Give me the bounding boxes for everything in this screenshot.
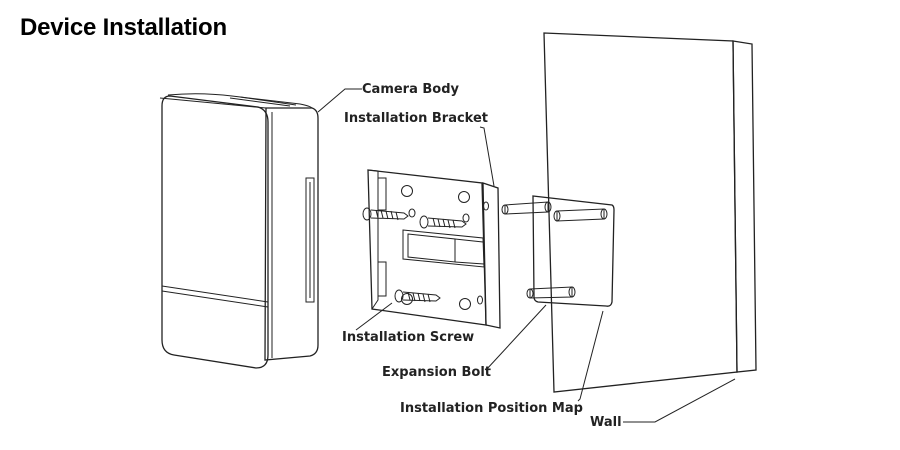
label-wall: Wall xyxy=(590,415,622,430)
label-camera-body: Camera Body xyxy=(362,82,460,97)
label-installation-position-map: Installation Position Map xyxy=(400,401,583,416)
page-title: Device Installation xyxy=(20,14,227,41)
camera-body-illustration xyxy=(159,93,319,369)
label-installation-screw: Installation Screw xyxy=(342,330,474,345)
label-installation-bracket: Installation Bracket xyxy=(344,111,488,126)
label-expansion-bolt: Expansion Bolt xyxy=(382,365,491,380)
wall-illustration xyxy=(543,32,757,393)
position-map-illustration xyxy=(532,195,615,307)
leader-lines xyxy=(317,88,736,423)
installation-screws-illustration xyxy=(362,207,467,303)
installation-bracket-illustration xyxy=(367,169,501,329)
expansion-bolts-illustration xyxy=(501,201,608,299)
